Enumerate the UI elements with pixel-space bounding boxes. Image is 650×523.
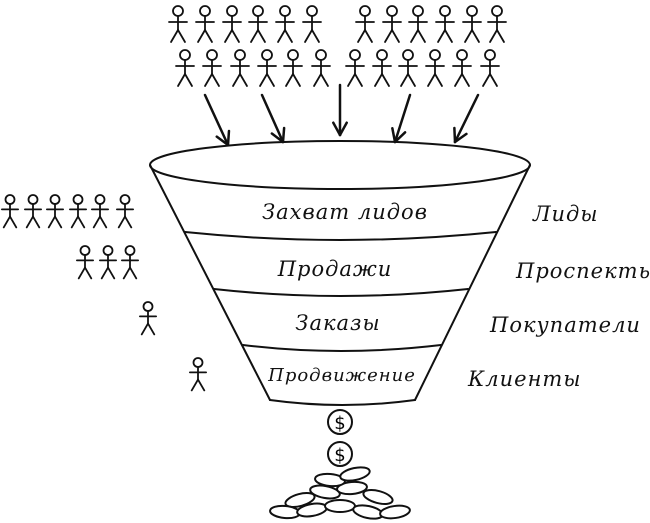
stage-lead-capture: Захват лидов xyxy=(262,200,428,224)
stick-figure-icon xyxy=(230,49,250,87)
stick-figure-icon xyxy=(302,5,322,43)
coins: $ $ xyxy=(269,409,411,520)
outcome-clients: Клиенты xyxy=(468,367,582,391)
stick-figure-icon xyxy=(480,49,500,87)
dollar-coin-icon xyxy=(327,441,353,467)
stick-figure-icon xyxy=(222,5,242,43)
stick-figure-icon xyxy=(195,5,215,43)
coin-icon xyxy=(284,492,316,508)
stick-figure-icon xyxy=(345,49,365,87)
coin-icon xyxy=(362,489,394,505)
stick-figure-icon xyxy=(168,5,188,43)
stage-promotion: Продвижение xyxy=(268,365,416,386)
stick-figure-icon xyxy=(435,5,455,43)
coin-icon xyxy=(336,480,368,496)
outcome-buyers: Покупатели xyxy=(490,313,641,337)
arrows xyxy=(203,83,480,147)
stick-figure-icon xyxy=(188,357,208,392)
stick-figure-icon xyxy=(138,301,158,336)
stick-figure-icon xyxy=(398,49,418,87)
stick-figure-icon xyxy=(69,194,87,229)
coin-pile xyxy=(269,466,411,520)
funnel-divider xyxy=(213,288,469,297)
stick-figure-icon xyxy=(311,49,331,87)
stick-figure-icon xyxy=(372,49,392,87)
stick-figure-icon xyxy=(408,5,428,43)
funnel-right-edge xyxy=(414,164,531,401)
stick-figure-icon xyxy=(202,49,222,87)
stick-figure-icon xyxy=(23,194,42,229)
coin-icon xyxy=(352,504,384,520)
stick-figure-icon xyxy=(355,5,375,43)
coin-icon xyxy=(339,466,371,482)
stick-figure-icon xyxy=(452,49,472,87)
stick-figure-icon xyxy=(175,49,195,87)
dollar-coin-icon xyxy=(327,409,353,435)
stick-figure-icon xyxy=(487,5,507,43)
arrow-down-icon xyxy=(260,93,286,144)
dollar-sign: $ xyxy=(334,445,345,466)
outcome-leads: Лиды xyxy=(533,202,599,226)
outcome-prospects: Проспекты xyxy=(516,259,650,283)
funnel xyxy=(149,140,531,406)
funnel-top-rim xyxy=(149,140,531,190)
coin-icon xyxy=(379,504,411,520)
arrow-down-icon xyxy=(453,93,480,144)
arrow-down-icon xyxy=(391,93,412,144)
coin-icon xyxy=(314,472,346,488)
stage-sales: Продажи xyxy=(277,257,393,281)
people-crowd xyxy=(0,5,507,392)
funnel-left-edge xyxy=(149,164,271,401)
stick-figure-icon xyxy=(462,5,482,43)
funnel-bottom xyxy=(269,399,416,406)
stick-figure-icon xyxy=(275,5,295,43)
stick-figure-icon xyxy=(382,5,402,43)
stick-figure-icon xyxy=(99,245,117,280)
stick-figure-icon xyxy=(76,245,94,280)
stick-figure-icon xyxy=(91,194,109,229)
arrow-down-icon xyxy=(203,93,231,147)
stick-figure-icon xyxy=(0,194,20,229)
funnel-divider xyxy=(184,231,497,241)
arrow-down-icon xyxy=(332,83,348,137)
funnel-divider xyxy=(242,344,442,352)
stick-figure-icon xyxy=(283,49,303,87)
stage-orders: Заказы xyxy=(295,311,381,335)
stick-figure-icon xyxy=(121,245,140,280)
stick-figure-icon xyxy=(425,49,445,87)
stick-figure-icon xyxy=(116,194,135,229)
coin-icon xyxy=(324,499,356,513)
dollar-sign: $ xyxy=(334,413,345,434)
stick-figure-icon xyxy=(46,194,64,229)
stick-figure-icon xyxy=(257,49,277,87)
stick-figure-icon xyxy=(248,5,268,43)
